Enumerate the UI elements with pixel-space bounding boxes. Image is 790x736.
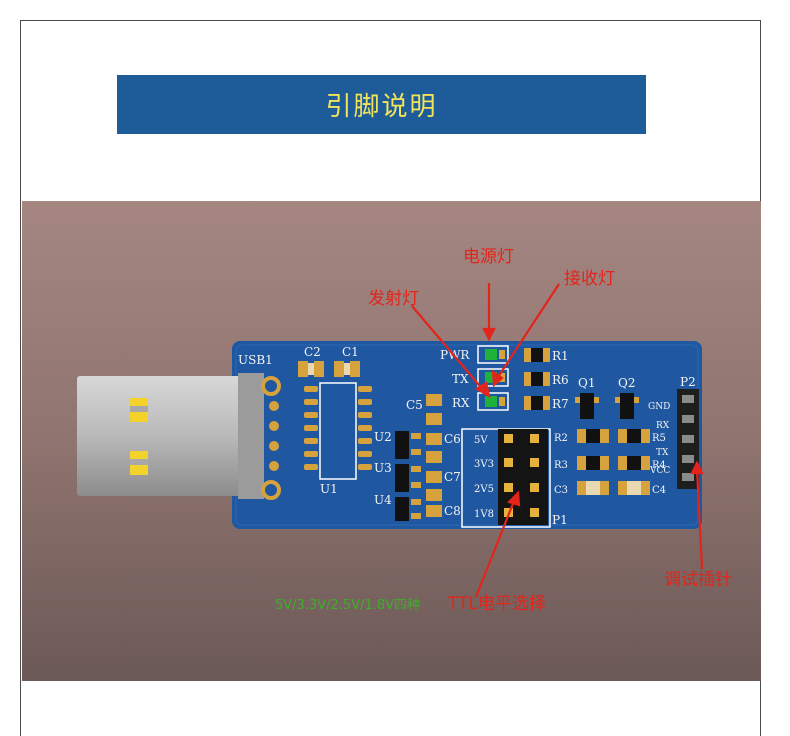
annotation-arrows (411, 283, 704, 598)
silk-c1: C1 (342, 345, 359, 359)
silk-usb1: USB1 (238, 353, 273, 367)
page-title: 引脚说明 (117, 75, 646, 134)
silk-c4: C4 (652, 485, 666, 496)
silk-p2: P2 (680, 375, 696, 389)
silk-u1: U1 (320, 482, 338, 496)
silk-5v: 5V (474, 435, 488, 446)
caps-c1-c2 (298, 361, 360, 377)
silk-u4: U4 (374, 493, 392, 507)
silk-r3: R3 (554, 460, 568, 471)
silk-u2: U2 (374, 430, 392, 444)
label-receive-led: 接收灯 (564, 269, 615, 289)
silk-c2: C2 (304, 345, 321, 359)
usb-connector (77, 373, 281, 500)
silk-2v5: 2V5 (474, 484, 494, 495)
silk-q2: Q2 (618, 376, 635, 390)
silk-r1: R1 (552, 349, 569, 363)
silk-p1: P1 (552, 513, 568, 527)
silk-r4: R4 (652, 460, 666, 471)
silk-c3: C3 (554, 485, 568, 496)
silk-gnd: GND (648, 402, 670, 412)
label-power-led: 电源灯 (463, 247, 514, 267)
silk-q1: Q1 (578, 376, 595, 390)
label-ttl-select: TTL电平选择 (447, 594, 546, 614)
silk-1v8: 1V8 (474, 509, 494, 520)
silk-r2: R2 (554, 433, 568, 444)
chip-u1 (304, 382, 372, 480)
silk-c6: C6 (444, 432, 461, 446)
silk-r7: R7 (552, 397, 569, 411)
resistors-r1-r6-r7 (524, 348, 550, 410)
silk-c7: C7 (444, 470, 461, 484)
silk-tx: TX (452, 372, 469, 386)
silk-vcc: VCC (649, 466, 670, 476)
silk-rx: RX (452, 396, 470, 410)
label-debug-pins: 调试插针 (664, 570, 732, 590)
transistors-q1-q2 (575, 393, 639, 419)
silk-pwr: PWR (440, 348, 470, 362)
silk-r5: R5 (652, 433, 666, 444)
jumper-p1 (461, 428, 551, 528)
silk-3v3: 3V3 (474, 459, 494, 470)
silk-rx-pin: RX (656, 421, 670, 431)
passives-right (577, 429, 650, 495)
silk-u3: U3 (374, 461, 392, 475)
label-voltage-note: 5V/3.3V/2.5V/1.8V四种 (275, 598, 420, 613)
product-photo: USB1 C2 C1 U1 U2 U3 U4 C5 C6 C7 C8 PWR T… (22, 201, 761, 681)
silk-r6: R6 (552, 373, 569, 387)
debug-header-p2 (677, 389, 699, 489)
label-transmit-led: 发射灯 (368, 289, 419, 309)
silk-tx-pin: TX (656, 448, 669, 458)
silk-c8: C8 (444, 504, 461, 518)
caps-c5-c8 (426, 394, 442, 517)
silk-c5: C5 (406, 398, 423, 412)
regulators-u2-u4 (395, 431, 421, 521)
